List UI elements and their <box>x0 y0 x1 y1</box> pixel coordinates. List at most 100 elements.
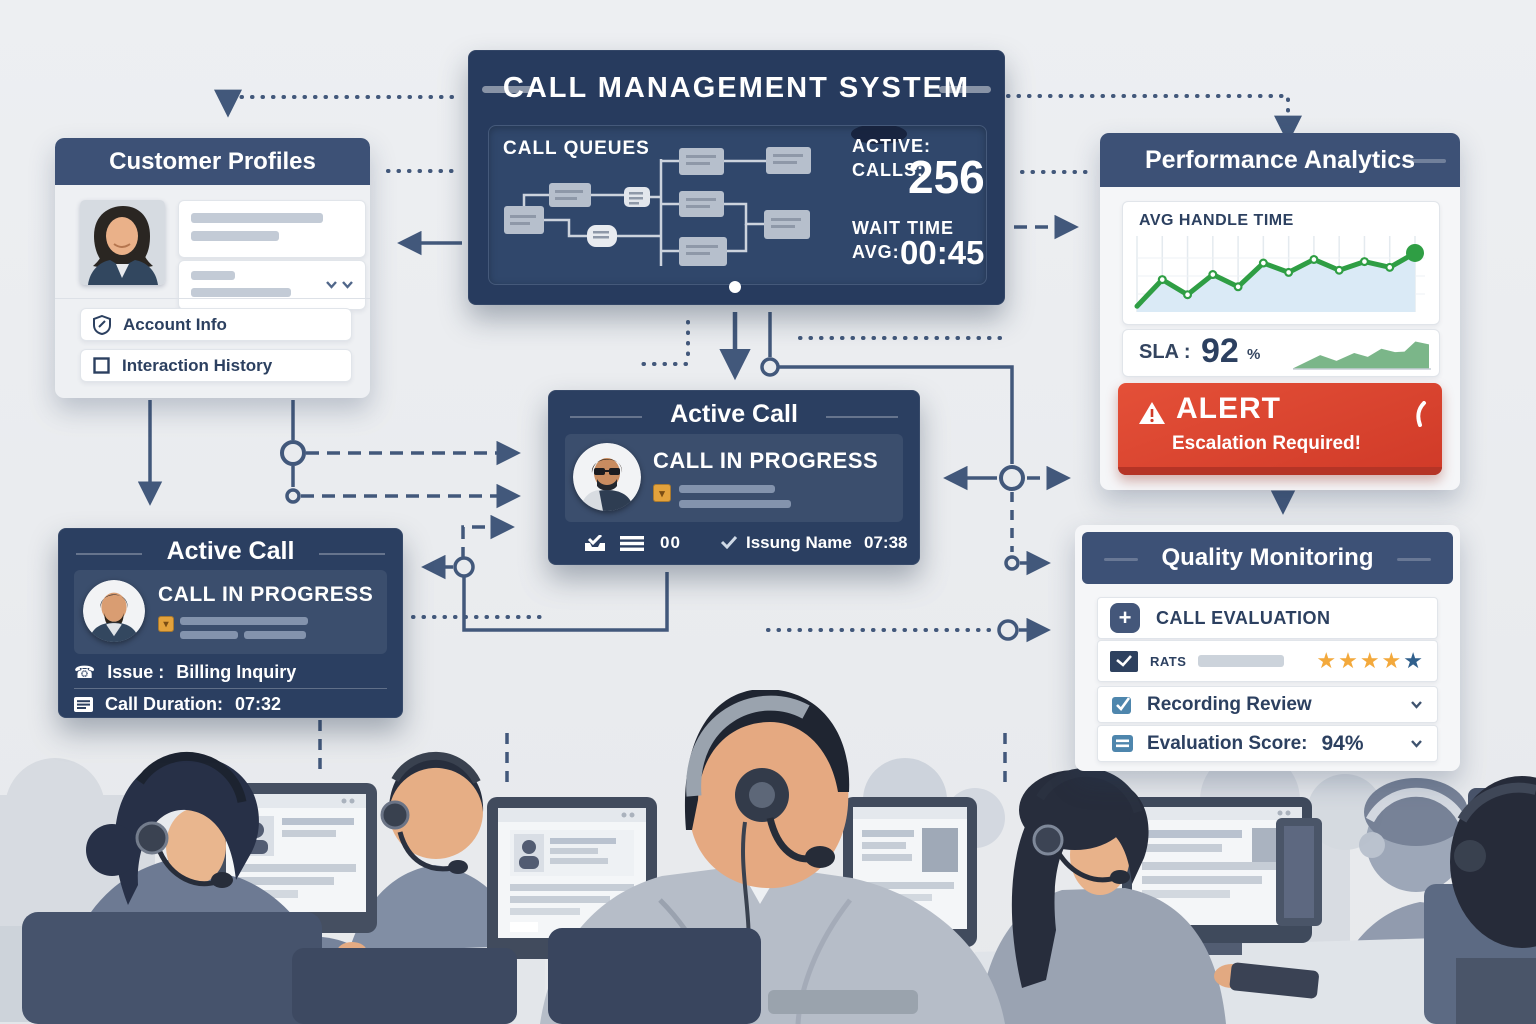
sla-unit: % <box>1247 346 1261 363</box>
call-management-system-panel: CALL MANAGEMENT SYSTEM CALL QUEUES <box>468 50 1005 305</box>
profile-detail-card <box>178 260 366 310</box>
sla-card: SLA : 92 % <box>1122 329 1440 377</box>
panel-title: Performance Analytics <box>1144 145 1416 174</box>
panel-header: Quality Monitoring <box>1082 532 1453 584</box>
panel-title: CALL MANAGEMENT SYSTEM <box>502 72 971 104</box>
call-queues-card: CALL QUEUES <box>488 125 987 285</box>
agent-dark-right-edge <box>1450 776 1536 1024</box>
call-timer: 07:38 <box>864 533 908 552</box>
warning-triangle-icon <box>1139 402 1165 424</box>
active-call-left-panel: Active Call CALL IN PROGRESS ▾ ☎ <box>58 528 403 718</box>
escalation-alert[interactable]: ALERT Escalation Required! <box>1118 383 1442 475</box>
call-evaluation-row[interactable]: + CALL EVALUATION <box>1097 597 1438 639</box>
panel-title: Customer Profiles <box>55 138 370 185</box>
duration-value: 07:32 <box>235 694 282 714</box>
row-label: Account Info <box>123 314 227 334</box>
phone-icon: ☎ <box>74 662 96 682</box>
active-calls-label: ACTIVE:CALLS: <box>852 136 931 180</box>
duration-label: Call Duration: <box>105 694 224 714</box>
chevron-down-icon[interactable] <box>1410 739 1423 748</box>
keyboard <box>768 990 918 1014</box>
workstation-monitor <box>487 797 657 971</box>
alert-glyph <box>1416 401 1426 427</box>
check-icon <box>720 535 738 549</box>
shield-icon <box>93 314 111 335</box>
call-card: CALL IN PROGRESS ▾ <box>74 570 387 654</box>
issue-value: Billing Inquiry <box>176 662 297 682</box>
call-status: CALL IN PROGRESS <box>653 448 879 473</box>
call-card: CALL IN PROGRESS ▾ <box>565 434 903 522</box>
stars-filled: ★★★★ <box>1316 648 1404 673</box>
caller-avatar <box>573 443 641 511</box>
plus-icon: + <box>1110 603 1140 633</box>
duration-row: Call Duration: 07:32 <box>74 694 281 715</box>
avg-handle-time-line-chart <box>1134 236 1425 312</box>
title-dash <box>570 416 642 418</box>
agent-name: Issung Name <box>746 533 852 552</box>
sla-label: SLA : <box>1139 341 1191 363</box>
rating-row[interactable]: RATS ★★★★★ <box>1097 640 1438 682</box>
title-dash <box>76 553 142 555</box>
call-queue-flowchart <box>504 126 907 266</box>
row-label: CALL EVALUATION <box>1156 607 1331 628</box>
interaction-history-row[interactable]: Interaction History <box>80 349 352 382</box>
rating-placeholder <box>1198 655 1285 667</box>
account-info-row[interactable]: Account Info <box>80 308 352 341</box>
alert-message: Escalation Required! <box>1172 433 1361 454</box>
evaluation-score-value: 94% <box>1321 731 1364 755</box>
row-label: Recording Review <box>1147 693 1312 715</box>
checkbox-icon <box>93 357 110 374</box>
menu-lines-icon[interactable] <box>620 536 644 551</box>
issue-row: ☎ Issue : Billing Inquiry <box>74 662 296 683</box>
carousel-dot[interactable] <box>729 281 741 293</box>
call-status: CALL IN PROGRESS <box>158 583 374 606</box>
chevron-down-icon[interactable] <box>1410 700 1423 709</box>
chevron-down-icon[interactable] <box>341 280 354 289</box>
star-rating[interactable]: ★★★★★ <box>1316 648 1425 674</box>
title-dash <box>482 86 534 93</box>
issue-label: Issue : <box>107 662 165 682</box>
active-calls-value: 256 <box>908 151 985 203</box>
title-dash <box>939 86 991 93</box>
row-label: Interaction History <box>122 355 273 375</box>
performance-analytics-panel: Performance Analytics AVG HANDLE TIME SL… <box>1100 133 1460 490</box>
panel-title: Active Call <box>166 537 295 565</box>
recording-review-row[interactable]: Recording Review <box>1097 686 1438 723</box>
list-lines-icon <box>1112 735 1133 752</box>
sla-value: 92 <box>1201 332 1239 370</box>
envelope-check-icon <box>1110 650 1138 672</box>
sla-area-chart <box>1293 341 1431 370</box>
office-chair <box>292 948 517 1024</box>
inbox-check-icon[interactable] <box>584 535 606 552</box>
alert-title: ALERT <box>1176 392 1281 425</box>
chevron-down-icon[interactable] <box>325 280 338 289</box>
quality-monitoring-panel: Quality Monitoring + CALL EVALUATION RAT… <box>1075 525 1460 771</box>
wait-time-value: 00:45 <box>900 234 985 271</box>
pause-icon[interactable]: 00 <box>660 533 681 552</box>
rating-label: RATS <box>1150 653 1187 669</box>
badge-icon: ▾ <box>158 616 174 632</box>
call-footer: 00 Issung Name 07:38 <box>548 532 920 558</box>
active-call-center-panel: Active Call CALL IN PROGRESS ▾ <box>548 390 920 565</box>
customer-profiles-panel: Customer Profiles <box>55 138 370 398</box>
checkbox-check-icon <box>1112 697 1131 714</box>
call-center-illustration <box>0 690 1536 1024</box>
list-icon <box>74 697 93 712</box>
profile-summary-card <box>178 200 366 258</box>
agent-female-right <box>978 767 1319 1024</box>
chart-title: AVG HANDLE TIME <box>1139 212 1294 229</box>
title-dash <box>319 553 385 555</box>
divider <box>55 298 370 299</box>
panel-title: Active Call <box>670 400 798 428</box>
evaluation-score-row[interactable]: Evaluation Score: 94% <box>1097 725 1438 762</box>
customer-avatar <box>80 200 165 285</box>
office-chair <box>22 912 322 1024</box>
caller-avatar <box>83 580 145 642</box>
alert-bottom-strip <box>1118 467 1442 475</box>
call-queues-label: CALL QUEUES <box>503 138 650 159</box>
panel-title: Quality Monitoring <box>1161 544 1374 571</box>
star-empty: ★ <box>1403 648 1425 673</box>
